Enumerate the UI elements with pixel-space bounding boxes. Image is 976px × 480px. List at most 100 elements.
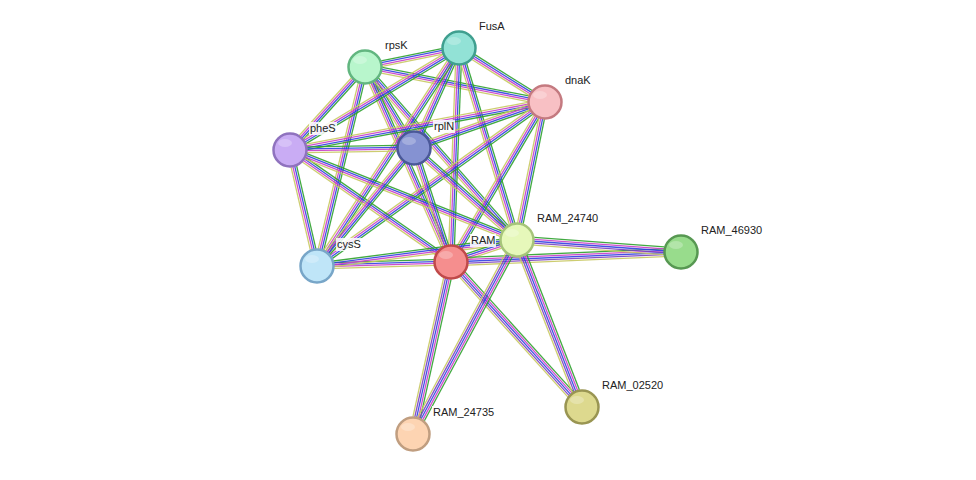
evidence-line	[293, 167, 312, 250]
interaction-edge	[520, 254, 580, 392]
protein-node: RAM_02520	[564, 389, 600, 425]
evidence-line	[327, 161, 402, 253]
node-circle	[347, 49, 383, 85]
evidence-line	[417, 165, 444, 247]
evidence-line	[521, 257, 574, 392]
node-label: RAM	[470, 234, 496, 247]
node-circle	[395, 416, 431, 452]
evidence-line	[304, 82, 356, 140]
evidence-line	[430, 107, 529, 142]
evidence-line	[329, 162, 404, 254]
interaction-edge	[472, 55, 532, 96]
evidence-line	[297, 166, 316, 249]
evidence-line	[295, 166, 314, 249]
evidence-line	[423, 256, 511, 420]
evidence-line	[534, 243, 664, 253]
protein-node: RAM	[433, 244, 469, 280]
node-disc	[529, 86, 562, 119]
evidence-line	[326, 159, 401, 251]
interaction-edge	[369, 81, 446, 247]
node-disc	[566, 391, 599, 424]
evidence-line	[525, 255, 578, 390]
node-label: RAM_02520	[601, 379, 664, 392]
evidence-line	[520, 257, 573, 392]
evidence-line	[425, 161, 503, 230]
evidence-line	[429, 105, 528, 140]
node-circle	[396, 130, 432, 166]
evidence-line	[332, 114, 532, 258]
evidence-line	[291, 167, 310, 250]
node-disc	[665, 236, 698, 269]
node-circle	[272, 132, 308, 168]
node-disc	[397, 418, 430, 451]
evidence-line	[424, 257, 512, 421]
node-gloss	[669, 241, 683, 249]
evidence-line	[420, 279, 451, 418]
protein-node: cysS	[299, 248, 335, 284]
node-disc	[301, 250, 334, 283]
interaction-edge	[518, 118, 545, 224]
evidence-line	[422, 163, 449, 245]
node-gloss	[533, 91, 547, 99]
evidence-line	[420, 164, 447, 246]
protein-node: pheS	[272, 132, 308, 168]
evidence-line	[418, 253, 506, 417]
node-disc	[435, 246, 468, 279]
interaction-edge	[418, 62, 454, 133]
evidence-line	[460, 277, 568, 397]
interaction-edge	[418, 253, 513, 421]
evidence-line	[426, 160, 504, 229]
evidence-line	[418, 164, 445, 246]
interaction-edge	[324, 61, 452, 254]
evidence-line	[324, 61, 447, 251]
evidence-line	[307, 149, 397, 150]
node-gloss	[353, 56, 367, 64]
evidence-line	[421, 255, 509, 419]
protein-node: RAM_24735	[395, 416, 431, 452]
evidence-line	[419, 279, 450, 418]
interaction-edge	[413, 278, 451, 418]
interaction-edge	[468, 249, 664, 265]
evidence-line	[307, 145, 397, 146]
interaction-edge	[329, 110, 533, 259]
evidence-line	[307, 154, 502, 231]
evidence-line	[518, 118, 539, 223]
evidence-line	[419, 254, 507, 418]
node-disc	[398, 132, 431, 165]
node-gloss	[447, 37, 461, 45]
node-circle	[441, 30, 477, 66]
protein-node: rpsK	[347, 49, 383, 85]
node-circle	[433, 244, 469, 280]
node-gloss	[439, 251, 453, 259]
protein-node: rplN	[396, 130, 432, 166]
node-gloss	[278, 139, 292, 147]
evidence-line	[473, 58, 530, 94]
node-label: RAM_24740	[536, 212, 599, 225]
node-label: dnaK	[564, 74, 592, 87]
node-circle	[527, 84, 563, 120]
node-label: cysS	[336, 238, 362, 251]
evidence-line	[527, 254, 580, 389]
interaction-edge	[534, 237, 665, 254]
node-circle	[564, 389, 600, 425]
evidence-line	[475, 55, 532, 91]
node-disc	[349, 51, 382, 84]
evidence-line	[327, 63, 450, 253]
evidence-line	[302, 162, 435, 255]
evidence-line	[468, 255, 664, 264]
node-circle	[663, 234, 699, 270]
node-gloss	[570, 396, 584, 404]
node-label: FusA	[478, 20, 506, 33]
node-gloss	[402, 137, 416, 145]
evidence-line	[468, 253, 664, 262]
evidence-line	[307, 147, 397, 148]
node-disc	[274, 134, 307, 167]
node-label: rpsK	[384, 39, 409, 52]
node-gloss	[401, 423, 415, 431]
evidence-line	[307, 151, 397, 152]
evidence-line	[334, 265, 434, 268]
node-gloss	[305, 255, 319, 263]
evidence-line	[519, 118, 540, 223]
node-label: pheS	[309, 122, 337, 135]
evidence-line	[523, 119, 544, 224]
